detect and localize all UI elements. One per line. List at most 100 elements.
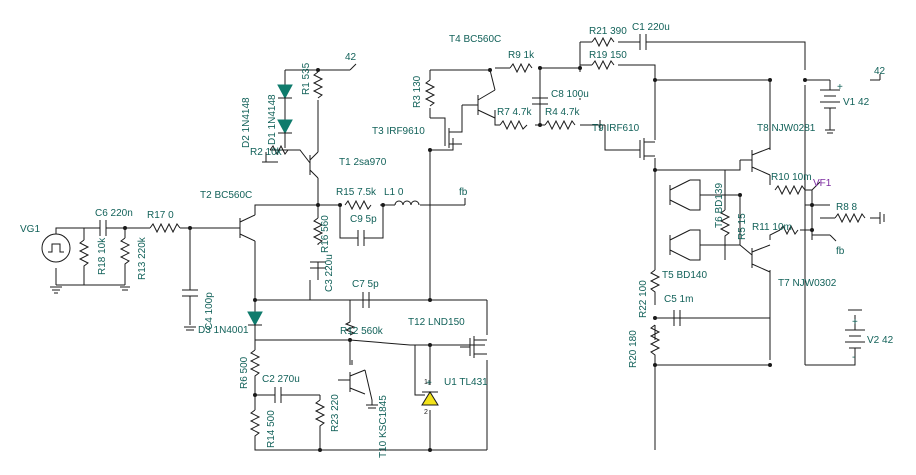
r8-body	[834, 212, 866, 224]
r9-body	[509, 62, 533, 74]
c2-label: C2 270u	[262, 374, 300, 385]
r18-body	[78, 239, 90, 270]
c9-label: C9 5p	[350, 214, 377, 225]
r10-label: R10 10m	[771, 172, 812, 183]
c2-body	[274, 387, 295, 403]
resistors	[78, 36, 866, 440]
c3-label: C3 220u	[324, 254, 335, 292]
t7-body	[751, 244, 771, 273]
r14-body	[249, 409, 261, 440]
r2-label: R2 10k	[250, 147, 283, 158]
v2-plus: +	[852, 317, 858, 328]
r5-label: R5 15	[737, 213, 748, 240]
c7-body	[350, 292, 385, 308]
r5-body	[719, 209, 731, 240]
r12-body	[344, 321, 356, 336]
c4-label: C4 100p	[204, 292, 215, 330]
r17-body	[149, 222, 181, 234]
rail-pos-left: 42	[345, 52, 357, 63]
d3-body	[247, 311, 263, 327]
junctions	[123, 66, 814, 452]
u1-plus: +	[426, 378, 432, 389]
r13-body	[119, 237, 131, 270]
v1-plus: +	[837, 82, 843, 93]
c3-body	[310, 261, 326, 280]
r6-body	[249, 349, 261, 390]
t1-body	[309, 151, 319, 179]
r22-body	[649, 269, 661, 295]
signal-source-vg1	[41, 227, 71, 263]
r20-body	[649, 324, 661, 368]
inductor-l1	[394, 200, 420, 206]
c5-label: C5 1m	[664, 294, 693, 305]
r1-label: R1 535	[301, 62, 312, 95]
d2-label: D2 1N4148	[241, 97, 252, 148]
labels: 42 42 fb fb VF1 VG1 V1 42 V2 42 + + - + …	[20, 22, 894, 458]
c4-body	[182, 289, 198, 305]
r22-label: R22 100	[638, 280, 649, 318]
r4-label: R4 4.7k	[545, 107, 580, 118]
r1-body	[312, 71, 324, 99]
r3-body	[424, 79, 436, 107]
u1-pin1: 1	[424, 379, 428, 386]
r18-label: R18 10k	[97, 237, 108, 275]
probe-vf1: VF1	[813, 178, 832, 189]
t5-label: T5 BD140	[662, 270, 707, 281]
dc-source-v2	[845, 318, 865, 355]
r6-label: R6 500	[239, 356, 250, 389]
r21-body	[591, 36, 615, 48]
v2-minus: -	[852, 352, 855, 363]
rail-pos-right: 42	[874, 66, 886, 77]
r12-label: R12 560k	[340, 326, 384, 337]
v1-label: V1 42	[843, 97, 870, 108]
d3-label: D3 1N4001	[198, 325, 249, 336]
c1-body	[628, 34, 650, 50]
r2-body	[269, 144, 289, 156]
t1-label: T1 2sa970	[339, 157, 387, 168]
r11-body	[779, 224, 799, 236]
t10-label: T10 KSC1845	[378, 395, 389, 458]
t8-body	[751, 147, 771, 176]
t3-label: T3 IRF9610	[372, 126, 425, 137]
d1-body	[277, 119, 293, 135]
t5-body	[669, 229, 701, 261]
diodes	[247, 84, 293, 330]
t2-label: T2 BC560C	[200, 190, 252, 201]
c1-label: C1 220u	[632, 22, 670, 33]
u1-pin2: 2	[424, 409, 428, 416]
c5-body	[673, 310, 681, 326]
r8-label: R8 8	[836, 202, 858, 213]
t6-label: T6 BD139	[714, 183, 725, 228]
t10-body	[338, 369, 366, 395]
t7-label: T7 NJW0302	[778, 278, 837, 289]
t4-body	[477, 89, 496, 119]
ground-symbols	[50, 120, 885, 409]
t9-body	[604, 125, 655, 160]
fb-bottom-label: fb	[836, 246, 845, 257]
c9-body	[352, 230, 372, 246]
t9-label: T9 IRF610	[592, 123, 640, 134]
r20-label: R20 180	[628, 330, 639, 368]
c6-label: C6 220n	[95, 208, 133, 219]
r23-label: R23 220	[330, 394, 341, 432]
t4-label: T4 BC560C	[449, 34, 501, 45]
r3-label: R3 130	[412, 75, 423, 108]
r19-body	[591, 59, 615, 71]
r16-body	[312, 217, 324, 245]
fb-top-label: fb	[459, 187, 468, 198]
net-flags	[349, 63, 881, 242]
r11-label: R11 10m	[752, 222, 792, 233]
c8-label: C8 100u	[551, 89, 589, 100]
t8-label: T8 NJW0281	[757, 123, 816, 134]
d2-body	[277, 84, 293, 100]
r15-label: R15 7.5k	[336, 187, 377, 198]
c7-label: C7 5p	[352, 279, 379, 290]
r10-body	[774, 184, 812, 196]
transistors	[239, 89, 771, 395]
l1-label: L1 0	[384, 187, 404, 198]
vg1-label: VG1	[20, 224, 40, 235]
dc-source-v1	[820, 80, 840, 130]
u1-label: U1 TL431	[444, 377, 488, 388]
r7-body	[499, 119, 528, 131]
r13-label: R13 220k	[137, 236, 148, 280]
